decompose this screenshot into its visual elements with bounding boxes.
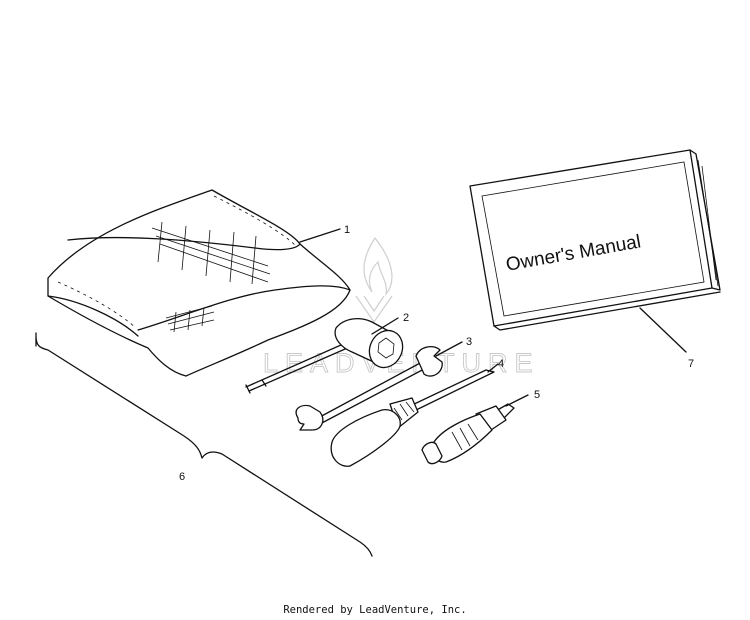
leader-line-2 bbox=[371, 317, 399, 335]
leader-line-3 bbox=[435, 341, 463, 357]
leader-line-7 bbox=[639, 307, 687, 353]
combination-wrench bbox=[295, 345, 443, 431]
callout-7: 7 bbox=[688, 358, 694, 370]
callout-4: 4 bbox=[498, 358, 504, 370]
callout-2: 2 bbox=[403, 312, 409, 324]
tool-pouch bbox=[47, 189, 351, 377]
screwdriver bbox=[330, 369, 495, 467]
owners-manual: Owner's Manual bbox=[469, 149, 721, 331]
kit-bracket bbox=[35, 332, 373, 557]
leader-line-5 bbox=[505, 394, 529, 407]
leader-line-1 bbox=[299, 228, 341, 243]
flame-logo-icon bbox=[355, 236, 393, 324]
footer-credit: Rendered by LeadVenture, Inc. bbox=[283, 604, 467, 616]
callout-3: 3 bbox=[466, 336, 472, 348]
callout-5: 5 bbox=[534, 389, 540, 401]
callout-6: 6 bbox=[179, 471, 185, 483]
callout-1: 1 bbox=[344, 224, 350, 236]
leader-line-4 bbox=[487, 363, 499, 373]
leader-lines bbox=[299, 228, 687, 407]
spark-plug bbox=[421, 403, 515, 465]
